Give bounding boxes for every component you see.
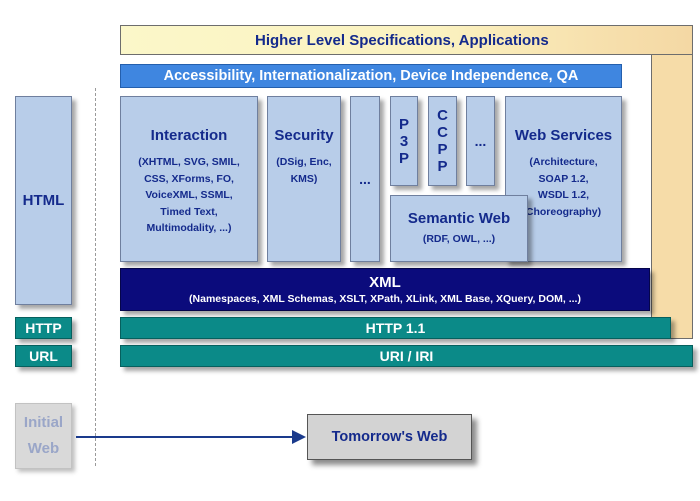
interaction-title: Interaction (150, 127, 228, 144)
security-items: (DSig, Enc, KMS) (276, 154, 331, 187)
http-box: HTTP (15, 317, 72, 339)
ccpp-letter: C (437, 124, 448, 141)
html-box: HTML (15, 96, 72, 305)
interaction-item: VoiceXML, SSML, (145, 189, 233, 201)
accessibility-bar: Accessibility, Internationalization, Dev… (120, 64, 622, 88)
uri-iri-label: URI / IRI (379, 348, 434, 364)
semantic-web-title: Semantic Web (407, 209, 511, 227)
web-services-item: Choreography) (525, 205, 602, 218)
ccpp-letter: P (437, 158, 448, 175)
xml-title: XML (369, 273, 401, 291)
interaction-item: (XHTML, SVG, SMIL, (138, 156, 240, 168)
web-services-title: Web Services (514, 127, 613, 144)
xml-bar: XML (Namespaces, XML Schemas, XSLT, XPat… (120, 268, 650, 311)
p3p-letter: P (398, 115, 409, 133)
higher-level-label: Higher Level Specifications, Application… (255, 31, 549, 49)
interaction-item: CSS, XForms, FO, (144, 172, 234, 185)
web-services-item: WSDL 1.2, (537, 189, 590, 201)
web-services-items: (Architecture, SOAP 1.2, WSDL 1.2, Chore… (526, 154, 601, 220)
security-item: KMS) (290, 172, 318, 185)
security-box: Security (DSig, Enc, KMS) (267, 96, 341, 262)
tomorrows-web-label: Tomorrow's Web (331, 429, 448, 445)
ellipsis-label-1: ... (359, 171, 371, 187)
ellipsis-label-2: ... (474, 133, 487, 149)
interaction-item: Timed Text, (160, 205, 218, 218)
semantic-web-sub: (RDF, OWL, ...) (422, 232, 496, 245)
p3p-letter: 3 (399, 132, 409, 150)
dashed-divider (95, 88, 96, 466)
ccpp-letter: P (437, 141, 448, 158)
p3p-letter: P (398, 149, 409, 167)
xml-sub: (Namespaces, XML Schemas, XSLT, XPath, X… (189, 292, 581, 305)
security-item: (DSig, Enc, (276, 156, 332, 168)
uri-iri-bar: URI / IRI (120, 345, 693, 367)
arrow-head (292, 430, 306, 444)
interaction-items: (XHTML, SVG, SMIL, CSS, XForms, FO, Voic… (138, 154, 240, 237)
tomorrows-web-box: Tomorrow's Web (307, 414, 472, 460)
interaction-item: Multimodality, ...) (146, 222, 232, 234)
higher-level-specifications-bar: Higher Level Specifications, Application… (120, 25, 693, 55)
initial-web-box: Initial Web (15, 403, 72, 469)
html-label: HTML (22, 192, 65, 209)
interaction-box: Interaction (XHTML, SVG, SMIL, CSS, XFor… (120, 96, 258, 262)
ellipsis-box-1: ... (350, 96, 380, 262)
semantic-web-box: Semantic Web (RDF, OWL, ...) (390, 195, 528, 262)
security-title: Security (274, 127, 334, 144)
web-services-item: (Architecture, (529, 156, 598, 168)
p3p-box: P 3 P (390, 96, 418, 186)
higher-level-side-band (651, 54, 693, 339)
ellipsis-box-2: ... (466, 96, 495, 186)
url-box: URL (15, 345, 72, 367)
http-1-1-label: HTTP 1.1 (365, 320, 426, 336)
http-label: HTTP (25, 320, 62, 336)
ccpp-box: C C P P (428, 96, 457, 186)
ccpp-letter: C (437, 107, 448, 124)
progress-arrow (76, 430, 306, 444)
initial-web-line: Initial (23, 414, 64, 431)
url-label: URL (29, 348, 58, 364)
accessibility-label: Accessibility, Internationalization, Dev… (163, 68, 579, 84)
initial-web-line: Web (27, 440, 60, 457)
http-1-1-bar: HTTP 1.1 (120, 317, 671, 339)
web-services-item: SOAP 1.2, (538, 172, 589, 185)
